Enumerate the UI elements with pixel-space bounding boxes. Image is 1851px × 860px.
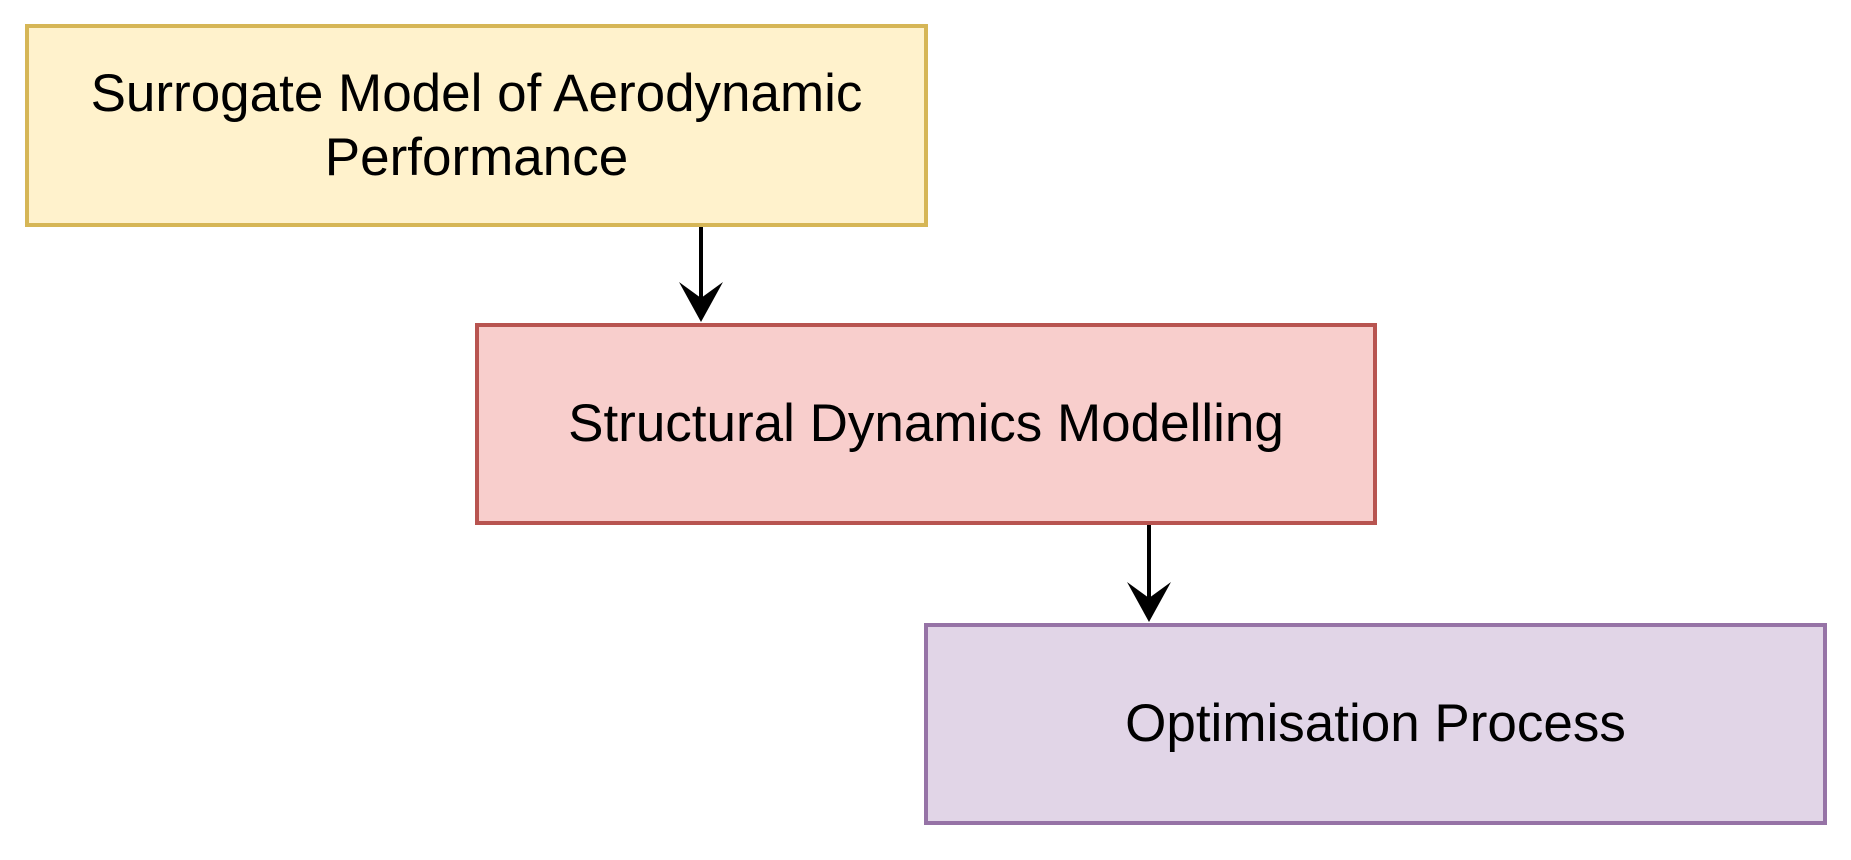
edge-aero-to-struct <box>679 227 723 322</box>
node-label: Surrogate Model of Aerodynamic Performan… <box>90 63 863 187</box>
arrowhead-icon <box>1127 582 1171 622</box>
node-optimisation-process: Optimisation Process <box>924 623 1827 825</box>
node-structural-dynamics-modelling: Structural Dynamics Modelling <box>475 323 1377 525</box>
arrowhead-icon <box>679 282 723 322</box>
node-label: Optimisation Process <box>1125 694 1626 754</box>
edge-struct-to-opt <box>1127 525 1171 622</box>
node-label: Structural Dynamics Modelling <box>568 394 1284 454</box>
node-surrogate-aerodynamic-model: Surrogate Model of Aerodynamic Performan… <box>25 24 928 227</box>
